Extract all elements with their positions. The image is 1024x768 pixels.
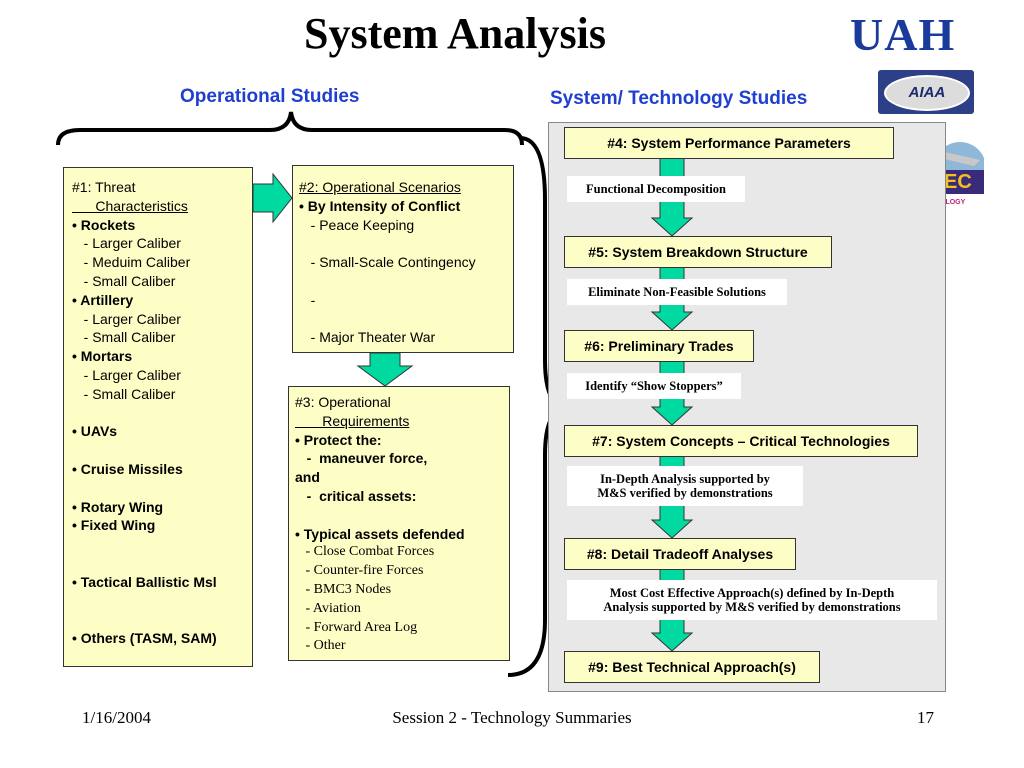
system-technology-studies-heading: System/ Technology Studies xyxy=(550,88,808,109)
box-line: - Peace Keeping xyxy=(299,216,415,233)
footer-session: Session 2 - Technology Summaries xyxy=(392,708,632,727)
box-line: • Rockets xyxy=(72,216,136,233)
box-line: • Cruise Missiles xyxy=(72,460,183,477)
flow-note-line: Analysis supported by M&S verified by de… xyxy=(603,600,901,614)
smdc-logo-subtext: OLOGY xyxy=(940,199,966,206)
box-line: #3: Operational xyxy=(295,394,391,410)
box-line: - Small Caliber xyxy=(72,385,176,402)
flow-note-line: M&S verified by demonstrations xyxy=(597,486,773,500)
footer-date: 1/16/2004 xyxy=(82,708,151,727)
box-line: - Small-Scale Contingency xyxy=(299,254,476,271)
box-line: - Aviation xyxy=(295,600,361,616)
box-line: - Larger Caliber xyxy=(72,310,181,327)
box-line: and xyxy=(295,469,320,486)
box-line: - xyxy=(299,291,316,308)
aiaa-logo-text: AIAA xyxy=(884,75,970,111)
flow-note: Eliminate Non-Feasible Solutions xyxy=(567,279,787,305)
box-line: • Protect the: xyxy=(295,431,382,448)
flow-note: Most Cost Effective Approach(s) defined … xyxy=(567,580,937,620)
slide-title: System Analysis xyxy=(304,9,606,58)
box-line: #2: Operational Scenarios xyxy=(299,179,461,195)
box-line: • Rotary Wing xyxy=(72,498,164,515)
box-line: - maneuver force, xyxy=(295,450,428,467)
flow-step-9: #9: Best Technical Approach(s) xyxy=(564,651,820,683)
smdc-logo-text: EC xyxy=(944,171,972,193)
flow-step-4: #4: System Performance Parameters xyxy=(564,127,894,159)
box-line: • By Intensity of Conflict xyxy=(299,197,461,214)
box-line: #1: Threat xyxy=(72,179,136,195)
scenario-to-requirements-arrow xyxy=(356,352,414,387)
operational-studies-heading: Operational Studies xyxy=(180,86,360,107)
footer-page-number: 17 xyxy=(917,708,934,727)
threat-characteristics-box: #1: Threat Characteristics • Rockets - La… xyxy=(63,167,253,667)
box-line: Characteristics xyxy=(72,197,188,214)
flow-note-line: Eliminate Non-Feasible Solutions xyxy=(588,285,766,299)
box-line: • Tactical Ballistic Msl xyxy=(72,573,217,590)
box-line: - Other xyxy=(295,638,346,654)
operational-brace xyxy=(56,111,524,146)
box-line: - Small Caliber xyxy=(72,329,176,346)
box-line: - Close Combat Forces xyxy=(295,544,435,560)
box-line: - critical assets: xyxy=(295,487,417,504)
uah-logo: UAH xyxy=(850,9,956,60)
box-line: - Major Theater War xyxy=(299,329,436,346)
box-line: • Mortars xyxy=(72,348,133,365)
box-line: - Larger Caliber xyxy=(72,235,181,252)
box-line: - Small Caliber xyxy=(72,272,176,289)
box-line: • Typical assets defended xyxy=(295,525,465,542)
flow-note: Identify “Show Stoppers” xyxy=(567,373,741,399)
operational-requirements-box: #3: Operational Requirements • Protect th… xyxy=(288,386,510,661)
flow-step-5: #5: System Breakdown Structure xyxy=(564,236,832,268)
box-line: • UAVs xyxy=(72,423,118,440)
operational-scenarios-box: #2: Operational Scenarios • By Intensity … xyxy=(292,165,514,353)
flow-note-line: Identify “Show Stoppers” xyxy=(585,379,723,393)
flow-step-8: #8: Detail Tradeoff Analyses xyxy=(564,538,796,570)
box-line: • Artillery xyxy=(72,291,134,308)
threat-to-scenario-arrow xyxy=(252,172,293,224)
aiaa-logo: AIAA xyxy=(878,70,974,114)
box-line: • Others (TASM, SAM) xyxy=(72,630,217,647)
box-line: - Forward Area Log xyxy=(295,619,418,635)
box-line: - Larger Caliber xyxy=(72,366,181,383)
flow-note: Functional Decomposition xyxy=(567,176,745,202)
flow-step-6: #6: Preliminary Trades xyxy=(564,330,754,362)
flow-note-line: Functional Decomposition xyxy=(586,182,726,196)
box-line: • Fixed Wing xyxy=(72,517,156,534)
box-line: Requirements xyxy=(295,412,410,429)
flow-step-7: #7: System Concepts – Critical Technolog… xyxy=(564,425,918,457)
flow-note-line: In-Depth Analysis supported by xyxy=(600,472,770,486)
box-line: - Counter-fire Forces xyxy=(295,563,424,579)
box-line: - Meduim Caliber xyxy=(72,254,191,271)
flow-note-line: Most Cost Effective Approach(s) defined … xyxy=(609,586,895,600)
box-line: - BMC3 Nodes xyxy=(295,581,392,597)
